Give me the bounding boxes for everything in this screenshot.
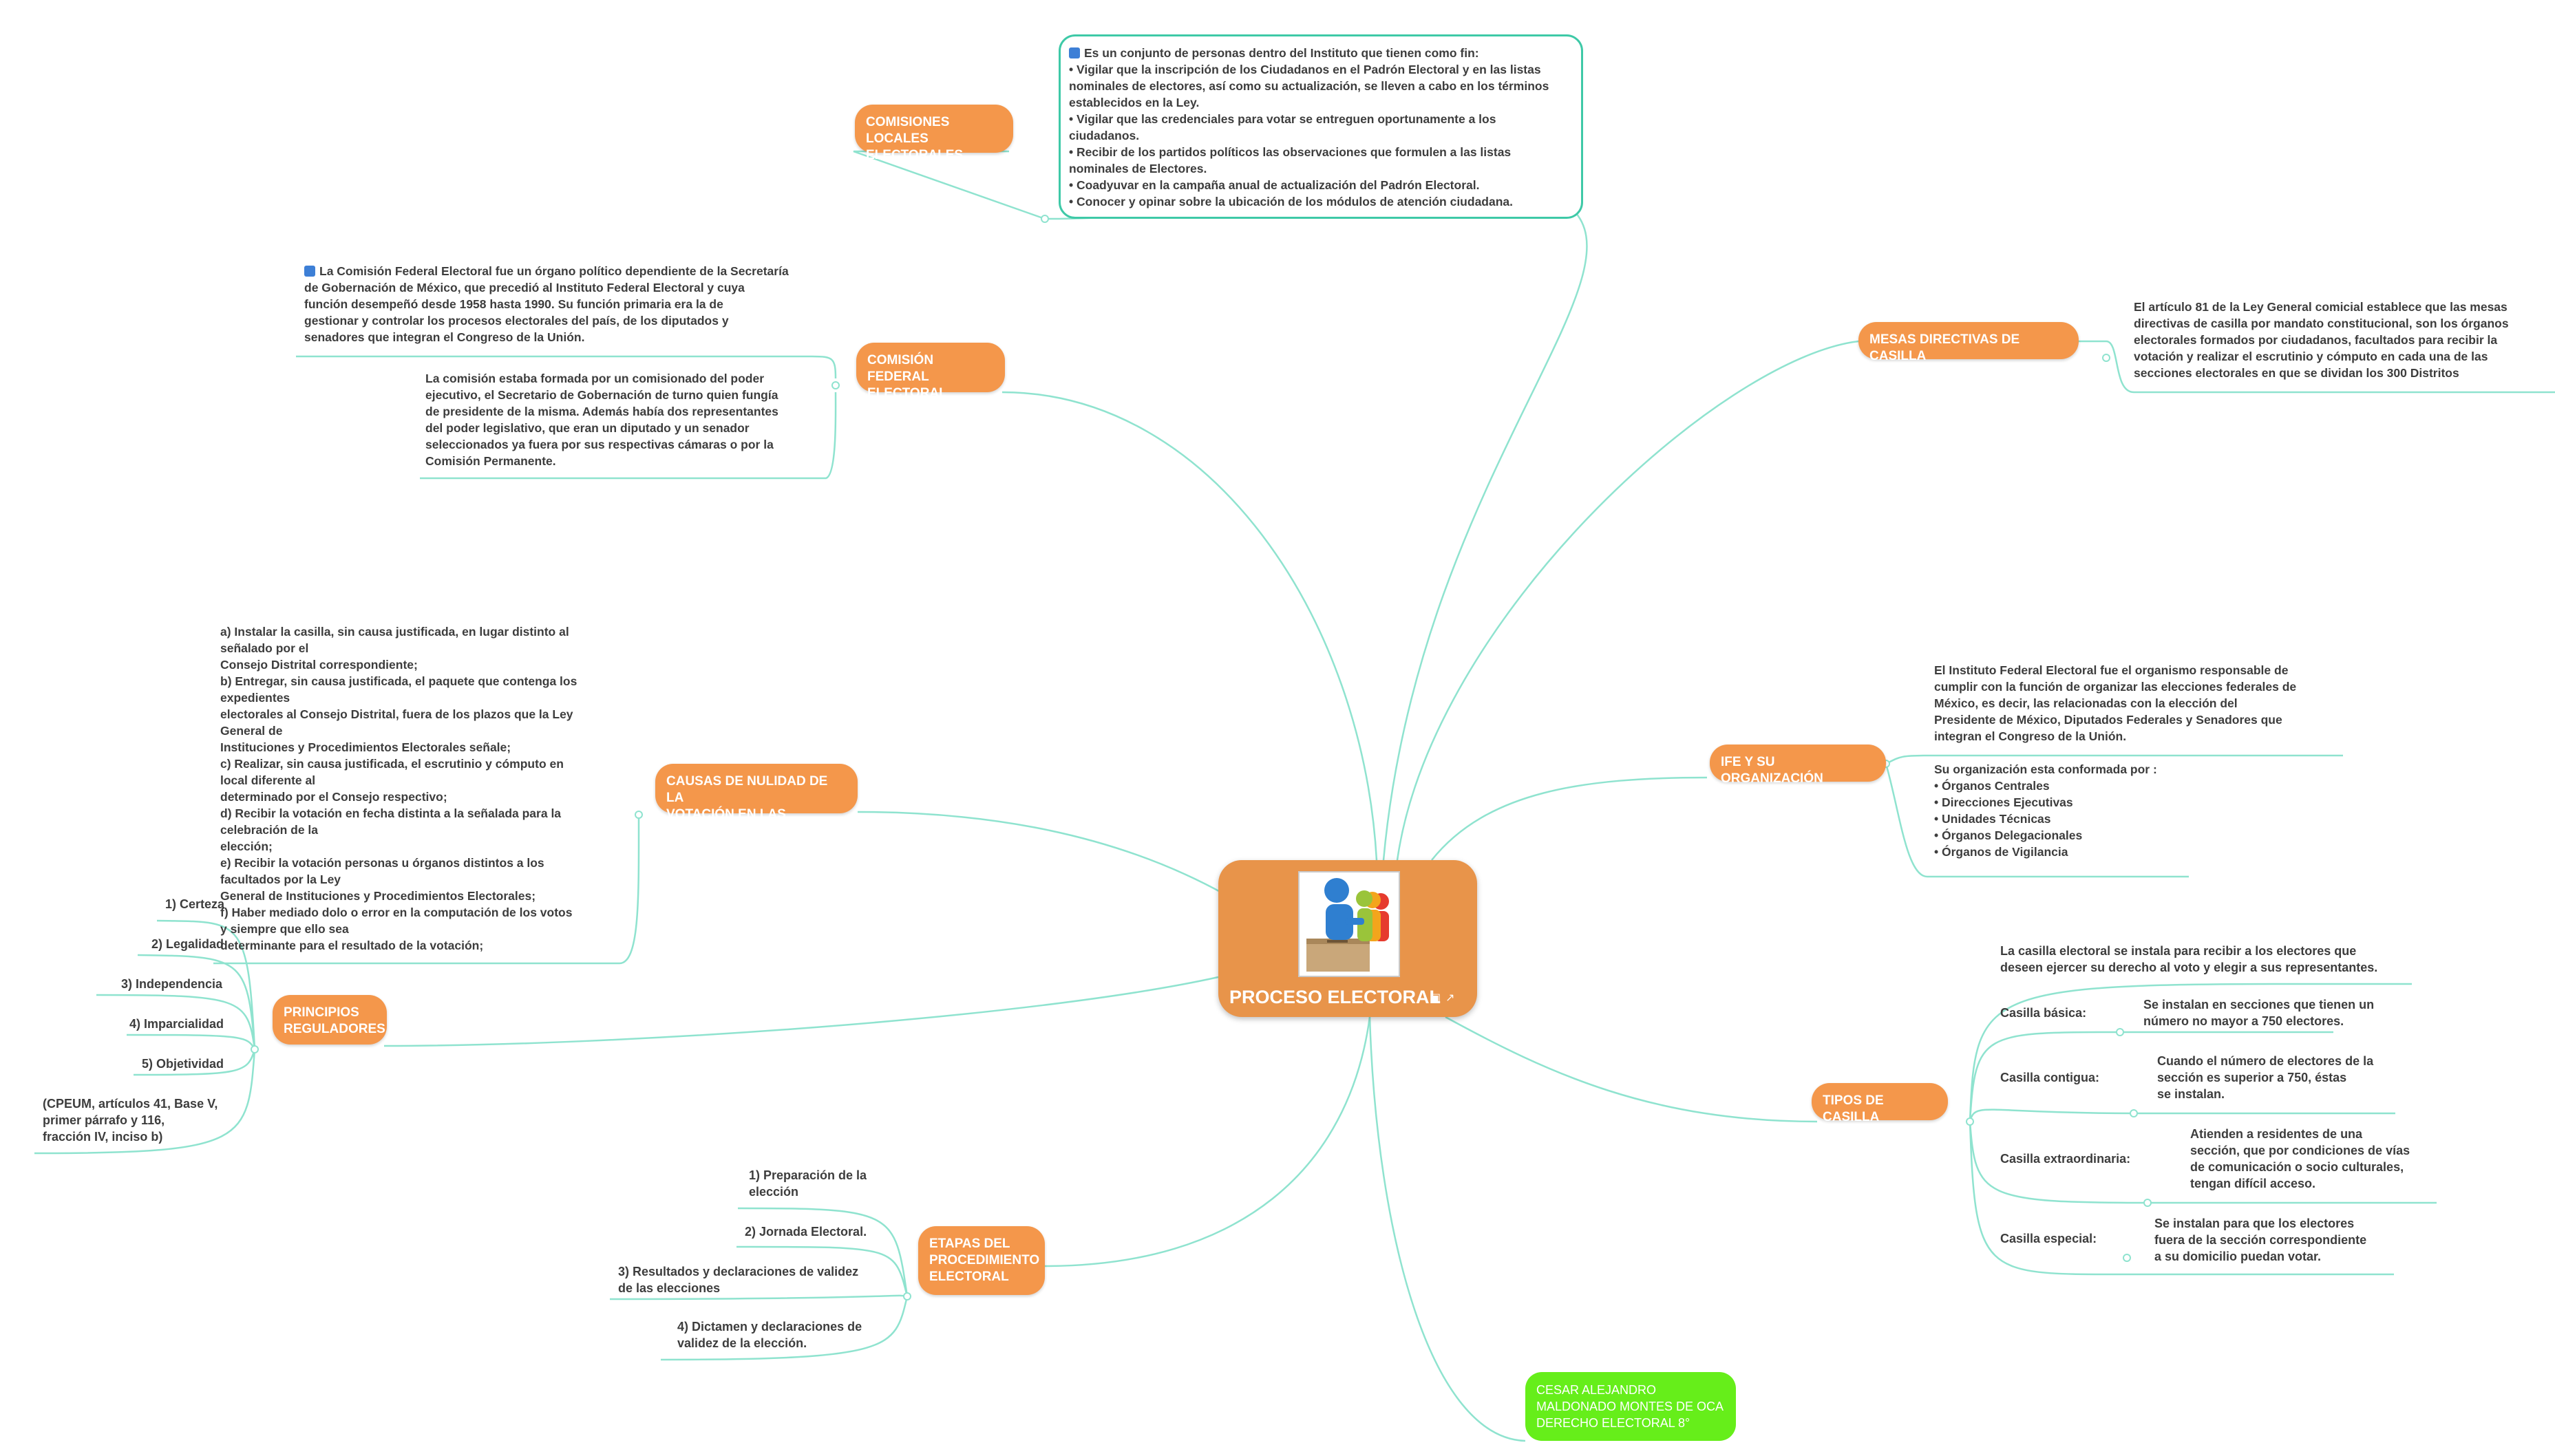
topic-causas-nulidad[interactable]: CAUSAS DE NULIDAD DE LA VOTACIÓN EN LAS … [655,764,858,838]
voters-ballot-box-image [1298,871,1400,977]
casilla-desc[interactable]: Se instalan para que los electores fuera… [2154,1217,2367,1263]
casilla-desc[interactable]: Se instalan en secciones que tienen un n… [2143,998,2375,1028]
topic-label: MESAS DIRECTIVAS DE CASILLA [1869,332,2020,363]
etapa-item[interactable]: 1) Preparación de la elección [749,1168,867,1199]
topic-label: CAUSAS DE NULIDAD DE LA VOTACIÓN EN LAS … [666,774,828,838]
tipos-intro[interactable]: La casilla electoral se instala para rec… [2000,944,2378,974]
topic-comision-federal[interactable]: COMISIÓN FEDERAL ELECTORAL [856,343,1005,400]
note-icon [1069,47,1080,58]
etapa-item[interactable]: 4) Dictamen y declaraciones de validez d… [677,1320,862,1350]
note-comision-federal-1: La Comisión Federal Electoral fue un órg… [304,263,827,345]
note-icon [304,266,315,277]
etapa-item[interactable]: 3) Resultados y declaraciones de validez… [618,1265,859,1295]
note-text: La Comisión Federal Electoral fue un órg… [304,264,789,344]
casilla-label[interactable]: Casilla especial: [2000,1232,2097,1245]
author-topic[interactable]: CESAR ALEJANDRO MALDONADO MONTES DE OCA … [1525,1372,1736,1441]
central-topic[interactable]: PROCESO ELECTORAL ▣ ↗ [1218,860,1477,1017]
topic-etapas[interactable]: ETAPAS DEL PROCEDIMIENTO ELECTORAL [918,1226,1045,1295]
principio-item[interactable]: 2) Legalidad [151,937,224,951]
casilla-label[interactable]: Casilla básica: [2000,1006,2087,1020]
topic-principios[interactable]: PRINCIPIOS REGULADORES [273,995,387,1045]
topic-label: COMISIONES LOCALES ELECTORALES [866,115,964,162]
topic-label: ETAPAS DEL PROCEDIMIENTO ELECTORAL [929,1236,1040,1284]
casilla-desc[interactable]: Atienden a residentes de una sección, qu… [2190,1127,2410,1190]
note-mesas: El artículo 81 de la Ley General comicia… [2134,300,2509,380]
topic-ife[interactable]: IFE Y SU ORGANIZACIÓN [1710,745,1886,786]
principio-item[interactable]: 1) Certeza [165,897,225,911]
principio-item[interactable]: 4) Imparcialidad [129,1017,224,1031]
topic-label: COMISIÓN FEDERAL ELECTORAL [867,353,947,400]
note-comision-federal-2: La comisión estaba formada por un comisi… [425,372,778,468]
casilla-label[interactable]: Casilla contigua: [2000,1071,2100,1084]
etapa-item[interactable]: 2) Jornada Electoral. [745,1225,867,1239]
link-icon[interactable]: ↗ [1445,992,1455,1004]
topic-label: IFE Y SU ORGANIZACIÓN [1721,755,1823,786]
central-title: PROCESO ELECTORAL [1229,987,1441,1007]
principio-item[interactable]: 3) Independencia [121,977,223,991]
principio-item[interactable]: (CPEUM, artículos 41, Base V, primer pár… [43,1097,218,1144]
topic-comisiones-locales[interactable]: COMISIONES LOCALES ELECTORALES [855,105,1013,162]
casilla-desc[interactable]: Cuando el número de electores de la secc… [2157,1054,2374,1101]
note-comisiones-locales: Es un conjunto de personas dentro del In… [1059,34,1583,219]
casilla-label[interactable]: Casilla extraordinaria: [2000,1152,2131,1166]
principio-item[interactable]: 5) Objetividad [142,1057,224,1071]
topic-label: TIPOS DE CASILLA [1823,1093,1884,1124]
image-icon[interactable]: ▣ [1430,992,1441,1004]
note-causas-nulidad: a) Instalar la casilla, sin causa justif… [220,625,577,952]
topic-tipos[interactable]: TIPOS DE CASILLA [1812,1083,1948,1124]
topic-label: PRINCIPIOS REGULADORES [284,1005,385,1036]
topic-mesas[interactable]: MESAS DIRECTIVAS DE CASILLA [1858,322,2079,363]
note-text: Es un conjunto de personas dentro del In… [1069,46,1549,208]
note-ife: El Instituto Federal Electoral fue el or… [1934,663,2297,859]
